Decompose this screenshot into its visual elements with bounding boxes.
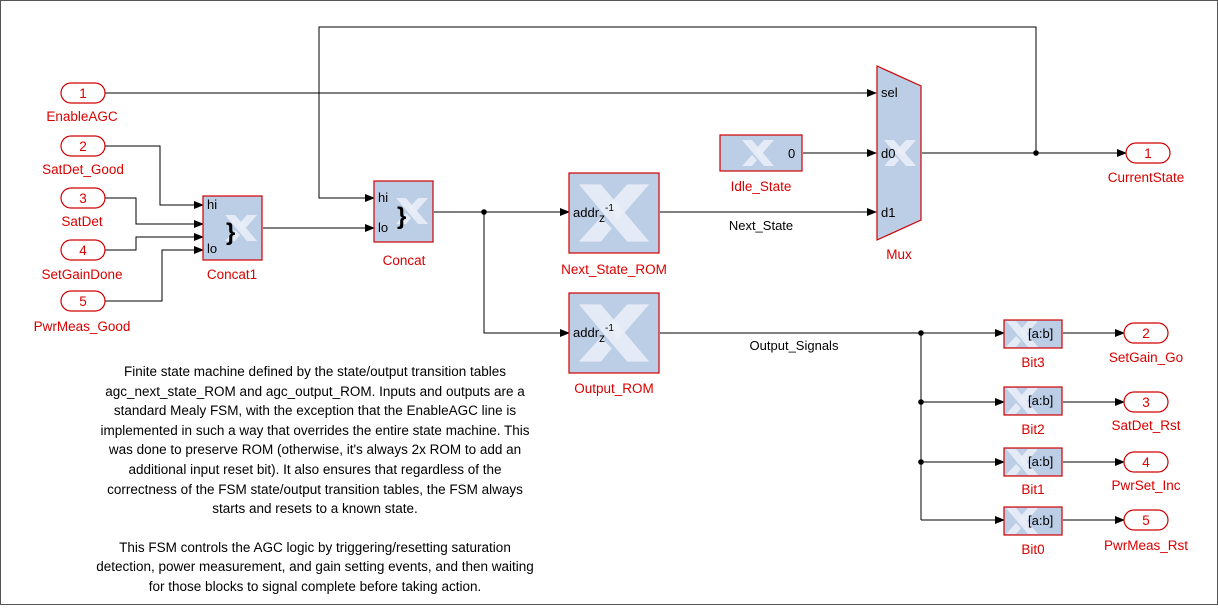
idle-state-value: 0 bbox=[788, 146, 795, 161]
outport-3[interactable]: 3 SatDet_Rst bbox=[1111, 391, 1181, 433]
output-rom-block[interactable]: addrz-1 Output_ROM bbox=[568, 292, 660, 396]
inport-5-number: 5 bbox=[79, 294, 87, 309]
bit3-slice: [a:b] bbox=[1028, 326, 1053, 341]
svg-text:addrz-1: addrz-1 bbox=[573, 323, 614, 345]
inport-2[interactable]: 2 SatDet_Good bbox=[42, 135, 124, 177]
wire-to-output-rom bbox=[483, 212, 570, 337]
concat1-block[interactable]: hi lo } Concat1 bbox=[202, 195, 263, 282]
junction-bit1 bbox=[918, 459, 924, 465]
junction-bit2 bbox=[918, 399, 924, 405]
next-state-rom-label: Next_State_ROM bbox=[561, 262, 667, 277]
outport-2-label: SetGain_Go bbox=[1109, 350, 1183, 365]
bit0-label: Bit0 bbox=[1021, 542, 1044, 557]
concat1-port-hi: hi bbox=[207, 197, 217, 212]
outport-4[interactable]: 4 PwrSet_Inc bbox=[1111, 451, 1181, 493]
wire-satdet-good bbox=[105, 145, 204, 209]
bit2-block[interactable]: [a:b] Bit2 bbox=[1003, 386, 1063, 437]
outport-5-label: PwrMeas_Rst bbox=[1104, 538, 1188, 553]
outport-1-label: CurrentState bbox=[1108, 170, 1185, 185]
outport-5-number: 5 bbox=[1142, 513, 1150, 528]
bit2-slice: [a:b] bbox=[1028, 393, 1053, 408]
output-rom-port: addr bbox=[573, 325, 600, 340]
inport-5[interactable]: 5 PwrMeas_Good bbox=[34, 290, 131, 334]
bit3-block[interactable]: [a:b] Bit3 bbox=[1003, 319, 1063, 370]
next-state-rom-block[interactable]: addrz-1 Next_State_ROM bbox=[561, 172, 667, 277]
junction-concat bbox=[481, 209, 487, 215]
bit1-slice: [a:b] bbox=[1028, 454, 1053, 469]
concat-block[interactable]: hi lo } Concat bbox=[373, 180, 434, 268]
inport-3-number: 3 bbox=[79, 191, 87, 206]
description-paragraph-2: This FSM controls the AGC logic by trigg… bbox=[96, 539, 534, 594]
concat1-symbol: } bbox=[226, 219, 235, 246]
concat1-label: Concat1 bbox=[207, 267, 257, 282]
outport-2-number: 2 bbox=[1142, 326, 1150, 341]
signal-label-output-signals: Output_Signals bbox=[750, 338, 839, 353]
idle-state-block[interactable]: 0 Idle_State bbox=[719, 134, 803, 194]
bit3-label: Bit3 bbox=[1021, 355, 1044, 370]
outport-3-label: SatDet_Rst bbox=[1111, 418, 1180, 433]
bit0-block[interactable]: [a:b] Bit0 bbox=[1003, 506, 1063, 557]
output-rom-label: Output_ROM bbox=[574, 381, 654, 396]
mux-port-d0: d0 bbox=[881, 146, 895, 161]
concat-port-lo: lo bbox=[378, 220, 388, 235]
bit0-slice: [a:b] bbox=[1028, 513, 1053, 528]
mux-block[interactable]: sel d0 d1 Mux bbox=[876, 65, 922, 262]
inport-3-label: SatDet bbox=[61, 214, 103, 229]
output-rom-port-sup: -1 bbox=[605, 323, 614, 334]
inport-4-label: SetGainDone bbox=[41, 267, 122, 282]
wire-satdet bbox=[105, 197, 204, 228]
wire-setgaindone bbox=[105, 233, 204, 251]
inport-4[interactable]: 4 SetGainDone bbox=[41, 239, 123, 282]
svg-text:addrz-1: addrz-1 bbox=[573, 203, 614, 225]
concat-port-hi: hi bbox=[378, 190, 388, 205]
next-state-rom-port: addr bbox=[573, 205, 600, 220]
mux-label: Mux bbox=[886, 247, 912, 262]
outport-4-number: 4 bbox=[1142, 455, 1150, 470]
bit1-label: Bit1 bbox=[1021, 482, 1044, 497]
description-paragraph-1: Finite state machine defined by the stat… bbox=[100, 364, 530, 517]
outport-5[interactable]: 5 PwrMeas_Rst bbox=[1104, 509, 1188, 553]
outport-1[interactable]: 1 CurrentState bbox=[1108, 142, 1185, 185]
junction-mux-out bbox=[1033, 150, 1039, 156]
output-rom-port-sub: z bbox=[599, 331, 605, 345]
next-state-rom-port-sub: z bbox=[599, 211, 605, 225]
inport-5-label: PwrMeas_Good bbox=[34, 319, 131, 334]
junction-bit3 bbox=[918, 330, 924, 336]
concat-symbol: } bbox=[397, 203, 406, 230]
inport-1-number: 1 bbox=[79, 86, 87, 101]
bit1-block[interactable]: [a:b] Bit1 bbox=[1003, 447, 1063, 497]
idle-state-label: Idle_State bbox=[731, 179, 792, 194]
wire-feedback bbox=[318, 26, 1037, 202]
inport-4-number: 4 bbox=[79, 243, 87, 258]
mux-port-sel: sel bbox=[881, 85, 898, 100]
bit2-label: Bit2 bbox=[1021, 422, 1044, 437]
inport-2-label: SatDet_Good bbox=[42, 162, 124, 177]
inport-1[interactable]: 1 EnableAGC bbox=[46, 82, 118, 124]
next-state-rom-port-sup: -1 bbox=[605, 203, 614, 214]
wire-pwrmeas-good bbox=[105, 246, 204, 302]
mux-port-d1: d1 bbox=[881, 205, 895, 220]
inport-1-label: EnableAGC bbox=[46, 109, 118, 124]
outport-1-number: 1 bbox=[1144, 146, 1152, 161]
outport-2[interactable]: 2 SetGain_Go bbox=[1109, 322, 1183, 365]
description-annotation: Finite state machine defined by the stat… bbox=[95, 362, 535, 616]
concat-label: Concat bbox=[383, 253, 426, 268]
signal-label-next-state: Next_State bbox=[729, 218, 793, 233]
concat1-port-lo: lo bbox=[207, 241, 217, 256]
inport-2-number: 2 bbox=[79, 139, 87, 154]
outport-3-number: 3 bbox=[1142, 395, 1150, 410]
outport-4-label: PwrSet_Inc bbox=[1111, 478, 1180, 493]
inport-3[interactable]: 3 SatDet bbox=[60, 187, 106, 229]
